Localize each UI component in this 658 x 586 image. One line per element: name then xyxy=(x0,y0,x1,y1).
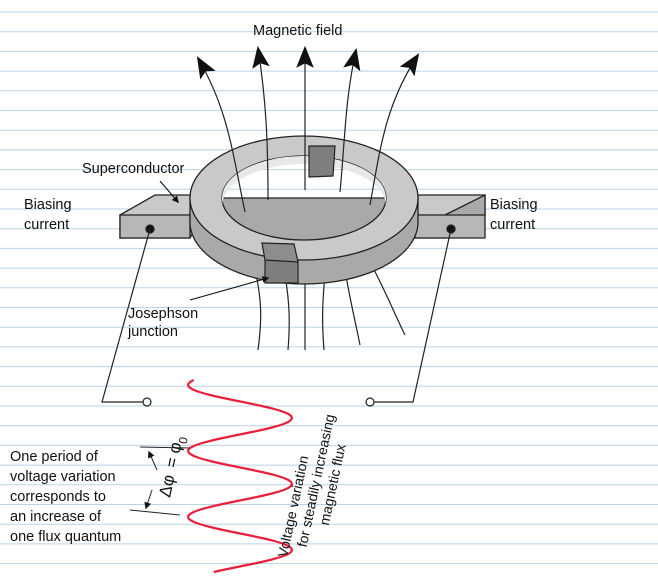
period-note-line5: one flux quantum xyxy=(10,529,121,545)
biasing-current-right-line2: current xyxy=(490,217,535,233)
superconductor-label: Superconductor xyxy=(82,161,185,177)
biasing-current-left-line2: current xyxy=(24,217,69,233)
period-note-line1: One period of xyxy=(10,449,99,465)
superconductor-ring xyxy=(119,135,486,285)
voltage-wave xyxy=(187,379,294,574)
flux-quantum-symbol: Δφ = φ0 xyxy=(155,433,191,499)
field-lines-upper xyxy=(196,45,420,213)
biasing-current-left-line1: Biasing xyxy=(24,197,72,213)
period-note-line2: voltage variation xyxy=(10,469,116,485)
josephson-label-line1: Josephson xyxy=(128,306,198,322)
superconductor-pointer xyxy=(159,180,179,204)
period-note-line3: corresponds to xyxy=(10,489,106,505)
voltage-variation-label: Voltage variation for steadily increasin… xyxy=(274,413,348,559)
josephson-pointer xyxy=(189,276,270,301)
josephson-label-line2: junction xyxy=(127,324,178,340)
svg-text:Δφ = φ0: Δφ = φ0 xyxy=(155,433,191,499)
josephson-junction-back xyxy=(308,145,336,178)
magnetic-field-label: Magnetic field xyxy=(253,23,342,39)
josephson-junctions xyxy=(261,145,336,284)
bias-wires xyxy=(101,228,452,407)
period-note-line4: an increase of xyxy=(10,509,102,525)
period-markers xyxy=(129,446,191,516)
biasing-current-right-line1: Biasing xyxy=(490,197,538,213)
